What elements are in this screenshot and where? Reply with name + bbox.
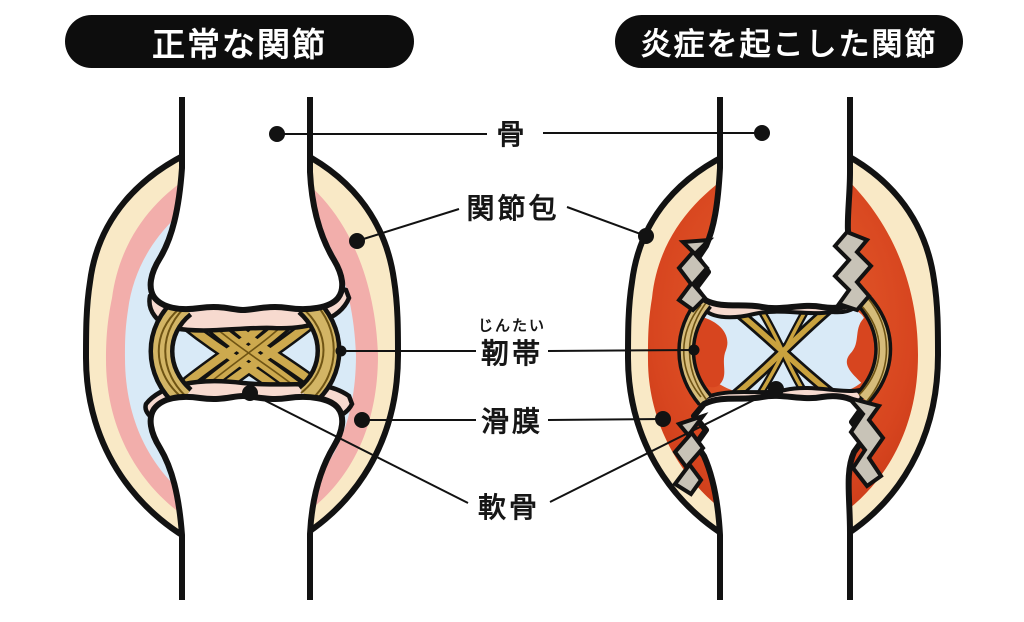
- pannus-blob-left: [690, 316, 728, 388]
- header-inflamed-joint-label: 炎症を起こした関節: [640, 27, 938, 62]
- label-synovium: 滑膜: [480, 406, 544, 437]
- dot-bone-right: [754, 125, 770, 141]
- joint-inflamed-illustration: [624, 97, 942, 600]
- bone-bottom-shape-inflamed: [691, 392, 867, 600]
- header-normal-joint: 正常な関節: [65, 15, 414, 68]
- leader-cartilage-right: [549, 388, 777, 503]
- dot-synovium-left: [354, 412, 370, 428]
- joint-normal-illustration: [82, 97, 402, 600]
- leader-capsule-right: [566, 206, 647, 237]
- leader-capsule-left: [356, 208, 460, 242]
- leader-ligament-right: [547, 349, 695, 352]
- dot-capsule-right: [638, 228, 654, 244]
- leader-lines: [249, 132, 777, 504]
- dot-bone-left: [269, 126, 285, 142]
- bone-bottom-shape: [147, 393, 346, 600]
- bone-top-shape: [147, 97, 346, 313]
- dot-capsule-left: [349, 233, 365, 249]
- label-joint-capsule: 関節包: [466, 193, 560, 224]
- label-ligament: 靭帯: [480, 338, 544, 369]
- side-ligaments: [148, 294, 342, 408]
- header-normal-joint-label: 正常な関節: [152, 25, 327, 63]
- cruciate-ligament-inflamed: [728, 302, 838, 402]
- header-inflamed-joint: 炎症を起こした関節: [615, 15, 963, 68]
- label-cartilage: 軟骨: [477, 492, 541, 523]
- label-bone: 骨: [496, 119, 528, 150]
- dot-cartilage-right: [768, 381, 784, 397]
- leader-synovium-right: [547, 418, 664, 421]
- leader-cartilage-left: [249, 392, 469, 504]
- dot-synovium-right: [655, 411, 671, 427]
- leader-dots: [242, 125, 784, 428]
- dot-cartilage-left: [242, 385, 258, 401]
- label-ligament-furigana: じんたい: [477, 317, 547, 335]
- dot-ligament-left: [335, 345, 347, 357]
- dot-ligament-right: [688, 344, 700, 356]
